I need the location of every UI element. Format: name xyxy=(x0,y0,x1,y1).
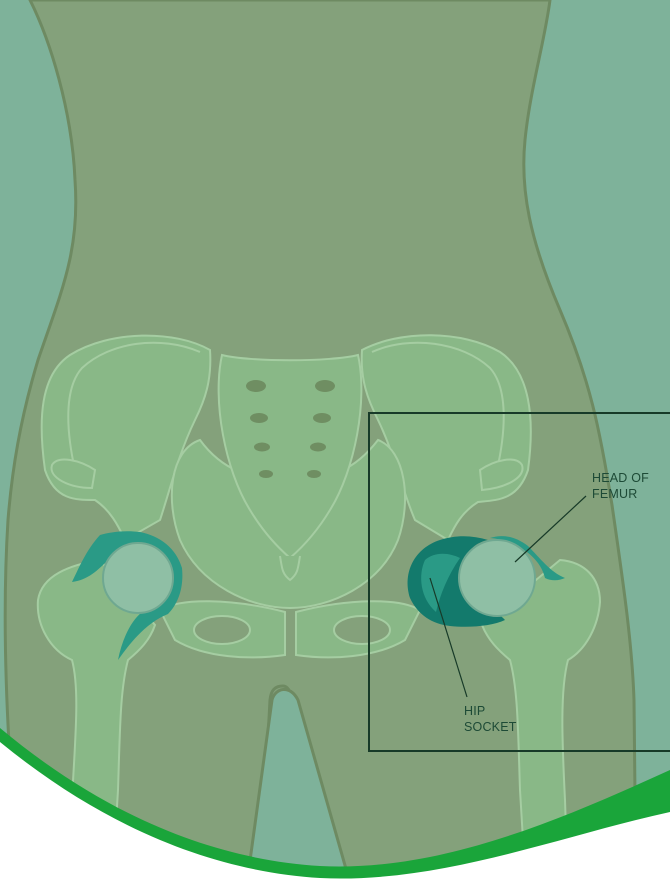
foramen xyxy=(250,413,268,423)
left-obturator xyxy=(194,616,250,644)
head-of-femur-label-line1: HEAD OF xyxy=(592,470,649,486)
head-of-femur-label: HEAD OF FEMUR xyxy=(592,470,649,502)
foramen xyxy=(259,470,273,478)
left-femur-head xyxy=(103,543,173,613)
right-obturator xyxy=(334,616,390,644)
hip-socket-label-line1: HIP xyxy=(464,703,517,719)
foramen xyxy=(246,380,266,392)
foramen xyxy=(254,443,270,452)
foramen xyxy=(310,443,326,452)
hip-socket-label: HIP SOCKET xyxy=(464,703,517,735)
foramen xyxy=(313,413,331,423)
head-of-femur-label-line2: FEMUR xyxy=(592,486,649,502)
foramen xyxy=(307,470,321,478)
right-femur-head xyxy=(459,540,535,616)
hip-socket-label-line2: SOCKET xyxy=(464,719,517,735)
foramen xyxy=(315,380,335,392)
